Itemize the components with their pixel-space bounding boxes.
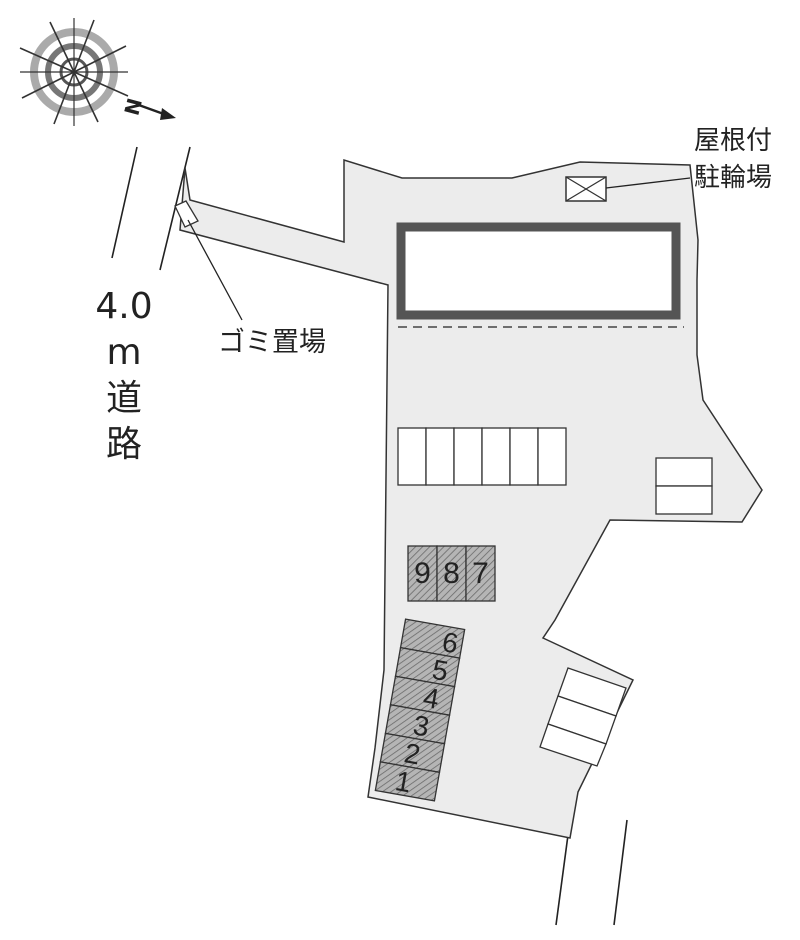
parking-group-unnumbered-lower xyxy=(539,667,627,767)
bike-parking-label-line2: 駐輪場 xyxy=(694,163,772,193)
parking-group-unnumbered-top xyxy=(397,427,567,486)
parking-space-1: 1 xyxy=(374,761,441,802)
building xyxy=(396,222,681,320)
bike-parking-label-line1: 屋根付 xyxy=(694,126,772,156)
road-label-char2: 路 xyxy=(106,424,142,465)
parking-space-5: 5 xyxy=(394,646,461,688)
parking-space-number: 6 xyxy=(440,626,461,659)
north-label: N xyxy=(119,95,147,117)
bike-parking-symbol xyxy=(565,176,607,202)
bike-parking-leader-line xyxy=(605,177,691,189)
road-width-label: 4.0 xyxy=(95,286,152,327)
parking-space-number: 1 xyxy=(393,765,414,798)
parking-space-number: 9 xyxy=(414,557,431,590)
compass-icon xyxy=(19,18,176,126)
garbage-area-label: ゴミ置場 xyxy=(218,327,326,358)
parking-space-number: 4 xyxy=(421,682,442,715)
parking-group-numbered-upper: 9 8 7 xyxy=(407,545,496,602)
parking-space-number: 2 xyxy=(402,737,423,770)
parking-space-number: 5 xyxy=(430,654,451,687)
garbage-area-box xyxy=(174,200,199,228)
parking-space-number: 8 xyxy=(443,557,460,590)
lot-boundary xyxy=(179,158,763,839)
parking-space-8: 8 xyxy=(436,545,467,602)
garbage-leader-line xyxy=(187,219,243,321)
parking-group-unnumbered-right xyxy=(655,457,713,515)
parking-space-7: 7 xyxy=(465,545,496,602)
parking-space-number: 7 xyxy=(472,557,489,590)
parking-space-4: 4 xyxy=(389,675,456,716)
parking-space-9: 9 xyxy=(407,545,438,602)
parking-space-3: 3 xyxy=(384,704,451,745)
parking-group-numbered-lower: 6 5 4 3 2 1 xyxy=(374,618,466,802)
parking-space-number: 3 xyxy=(411,709,432,742)
road-unit-label: m xyxy=(106,332,141,373)
road-label-char1: 道 xyxy=(106,378,142,419)
